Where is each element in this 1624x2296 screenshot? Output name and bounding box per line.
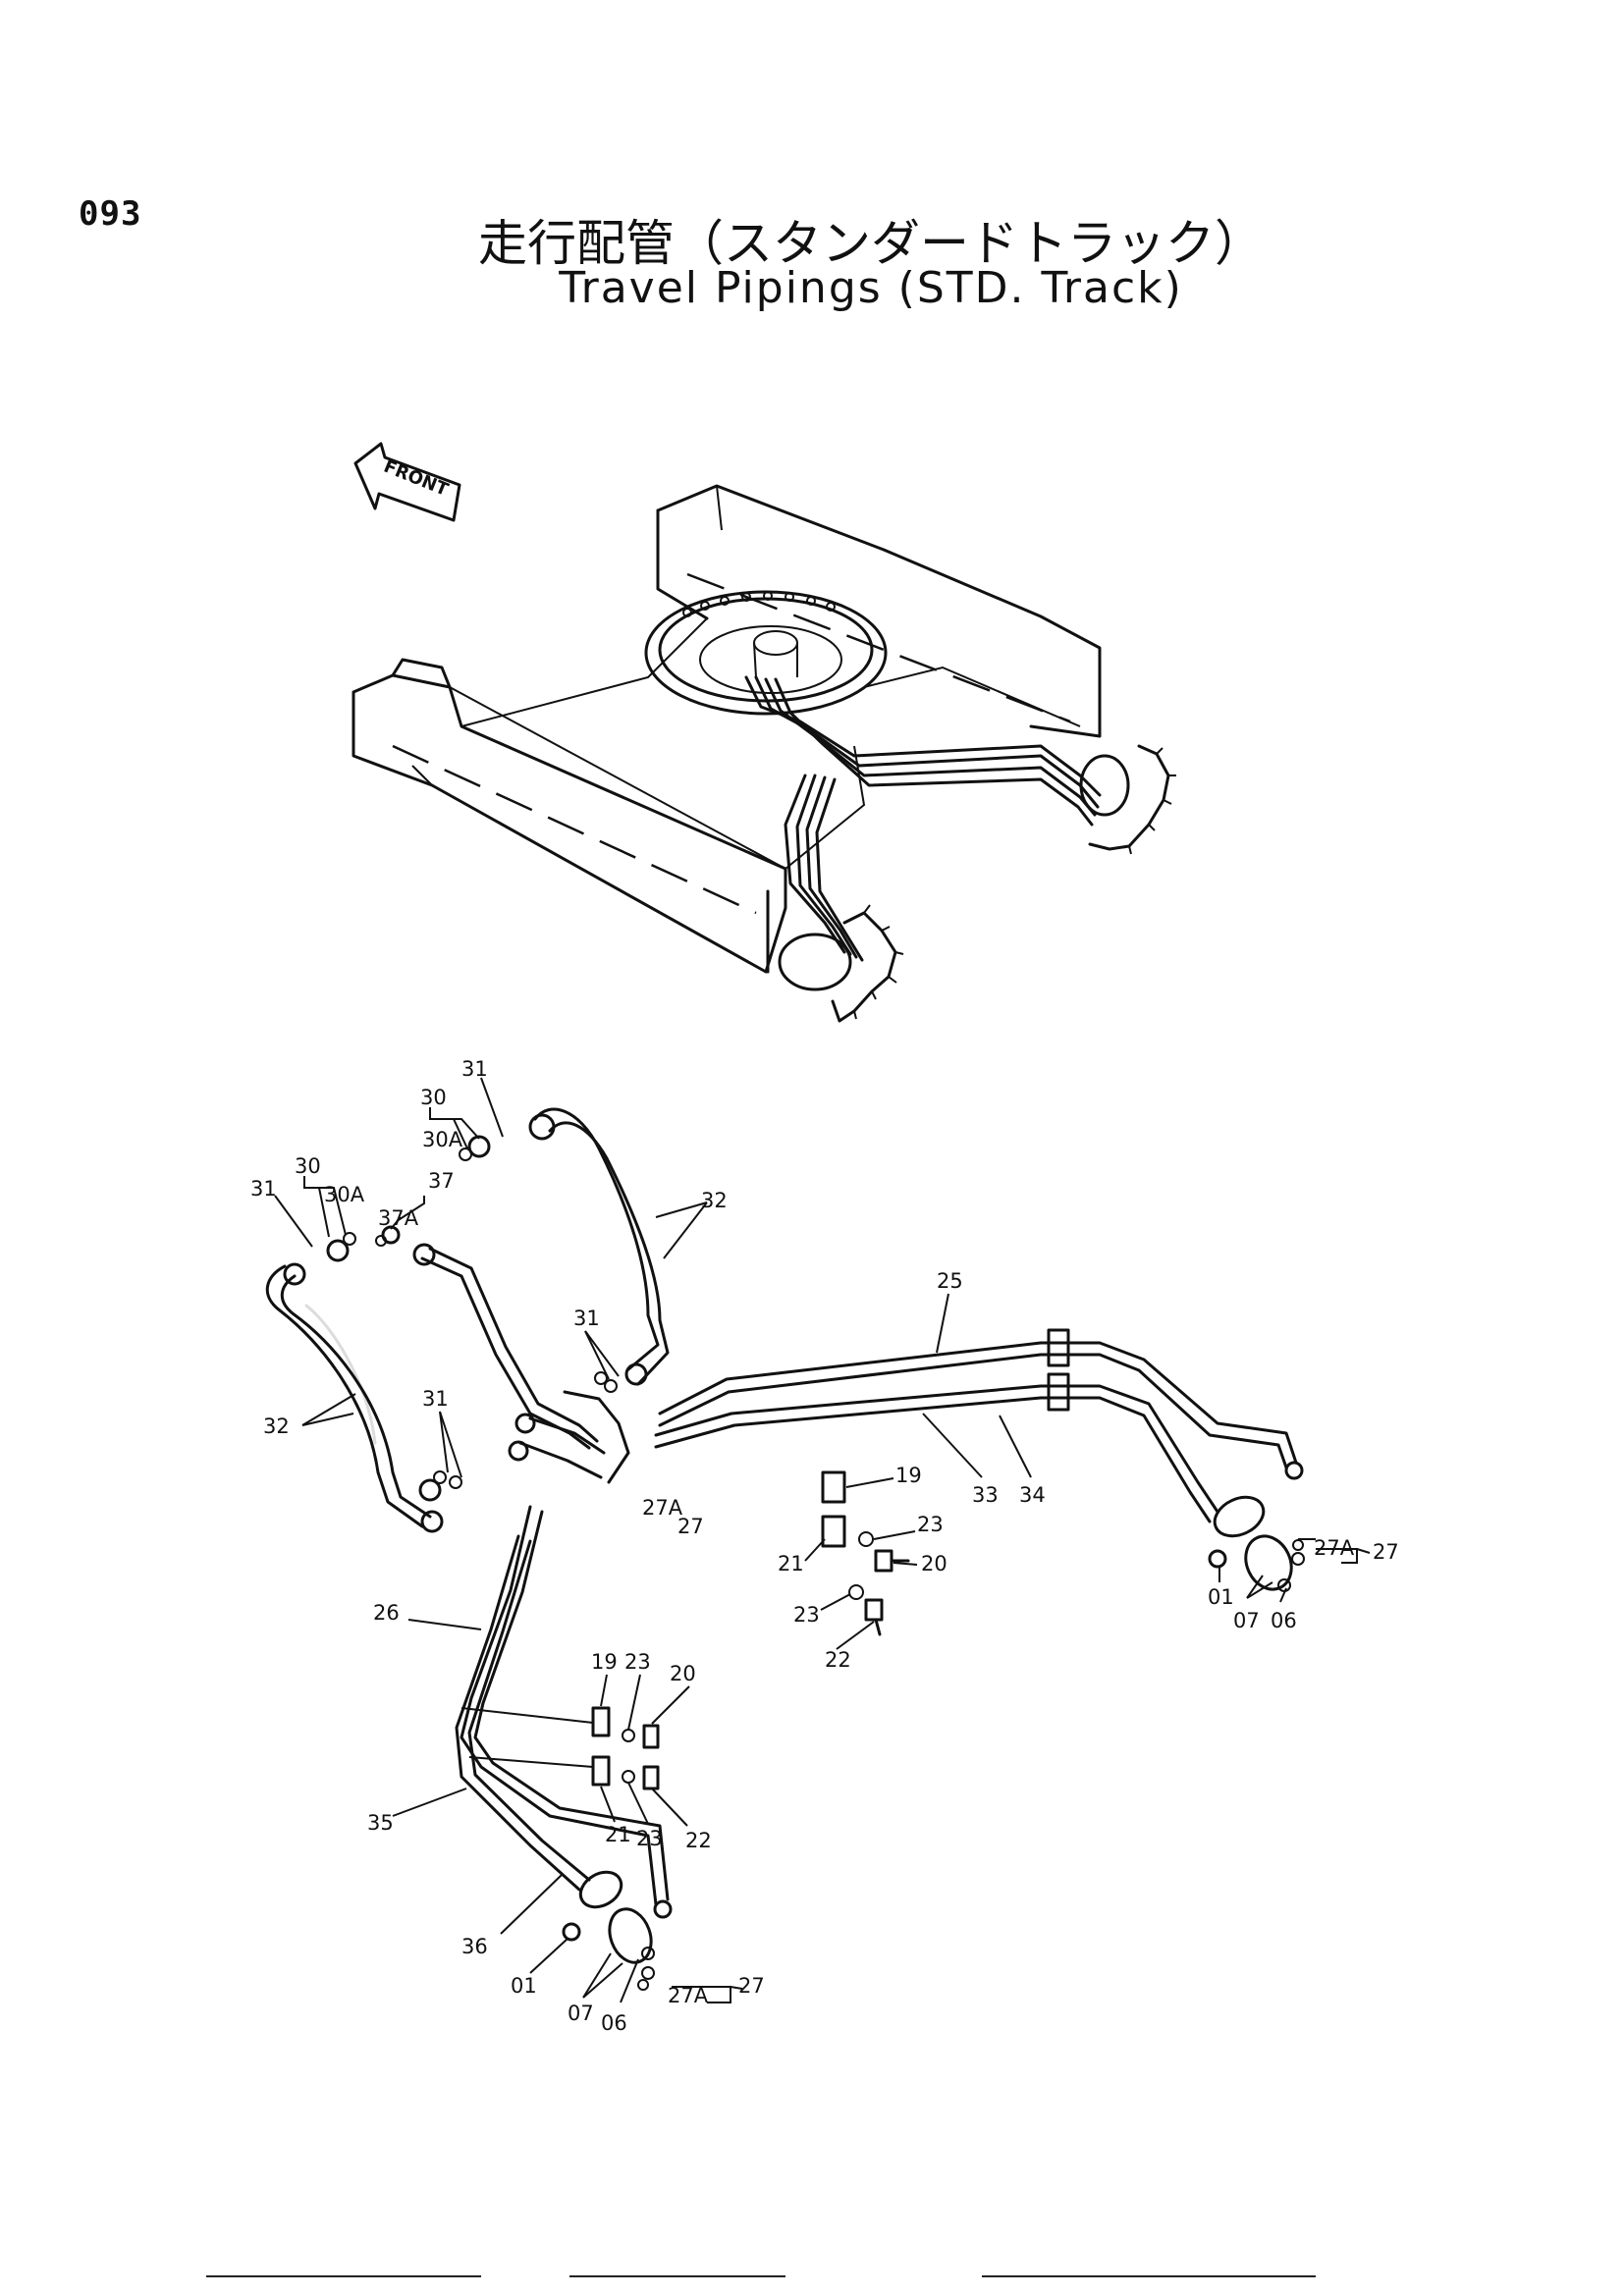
callout-labels: 31 30 30A 30 30A 31 37 37A 32 32 31 31 2…: [250, 1057, 1399, 2035]
callout-31: 31: [573, 1307, 600, 1330]
travel-pipes-right: [654, 1328, 1304, 1523]
left-flange-assembly: [562, 1870, 655, 1991]
callout-27: 27: [1373, 1540, 1399, 1564]
callout-31: 31: [250, 1177, 277, 1201]
travel-pipes-left: [455, 1505, 673, 1919]
title-english: Travel Pipings (STD. Track): [559, 263, 1183, 313]
callout-21: 21: [605, 1823, 631, 1846]
callout-37a: 37A: [378, 1206, 419, 1230]
front-arrow-icon: FRONT: [353, 442, 461, 522]
callout-31: 31: [422, 1387, 449, 1411]
front-label: FRONT: [381, 456, 452, 502]
lower-clamps: [460, 1706, 660, 1790]
fittings: [326, 1135, 618, 1489]
title-japanese: 走行配管（スタンダードトラック）: [478, 215, 1264, 272]
callout-06: 06: [601, 2011, 627, 2035]
callout-35: 35: [367, 1811, 394, 1835]
callout-22: 22: [825, 1648, 851, 1672]
frame-pipes: [744, 675, 1102, 962]
page-number: 093: [79, 194, 142, 234]
footer-rule: [569, 2275, 785, 2277]
callout-01: 01: [1208, 1585, 1234, 1609]
hose-assembly-upper: [528, 1107, 670, 1386]
callout-27a: 27A: [642, 1496, 683, 1520]
callout-32: 32: [701, 1189, 728, 1212]
callout-30a: 30A: [324, 1183, 365, 1206]
callout-30: 30: [295, 1154, 321, 1178]
callout-22: 22: [685, 1829, 712, 1852]
callout-27: 27: [738, 1974, 765, 1998]
callout-32: 32: [263, 1415, 290, 1438]
callout-30a: 30A: [422, 1128, 463, 1151]
callout-23: 23: [624, 1650, 651, 1674]
hose-assembly-left: [265, 1262, 444, 1533]
right-flange-assembly: [1208, 1495, 1305, 1592]
callout-31: 31: [461, 1057, 488, 1081]
callout-21: 21: [778, 1552, 804, 1575]
callout-34: 34: [1019, 1483, 1046, 1507]
pipe-manifold: [508, 1390, 630, 1484]
callout-23: 23: [917, 1513, 944, 1536]
callout-27a: 27A: [668, 1984, 709, 2007]
callout-27: 27: [677, 1515, 704, 1538]
leader-lines: [274, 1077, 1371, 2003]
footer-rule: [982, 2275, 1316, 2277]
callout-37: 37: [428, 1169, 455, 1193]
footer-rule: [206, 2275, 481, 2277]
callout-20: 20: [670, 1662, 696, 1685]
callout-07: 07: [568, 2002, 594, 2025]
callout-01: 01: [511, 1974, 537, 1998]
callout-36: 36: [461, 1935, 488, 1958]
callout-20: 20: [921, 1552, 947, 1575]
center-clamps: [821, 1470, 910, 1636]
callout-23: 23: [636, 1827, 663, 1850]
callout-30: 30: [420, 1086, 447, 1109]
callout-25: 25: [937, 1269, 963, 1293]
undercarriage-frame: [352, 484, 1176, 1023]
callout-07: 07: [1233, 1609, 1260, 1632]
callout-27a: 27A: [1314, 1536, 1355, 1560]
callout-06: 06: [1271, 1609, 1297, 1632]
callout-19: 19: [591, 1650, 618, 1674]
callout-19: 19: [895, 1464, 922, 1487]
callout-23: 23: [793, 1603, 820, 1627]
callout-33: 33: [972, 1483, 999, 1507]
callout-26: 26: [373, 1601, 400, 1625]
